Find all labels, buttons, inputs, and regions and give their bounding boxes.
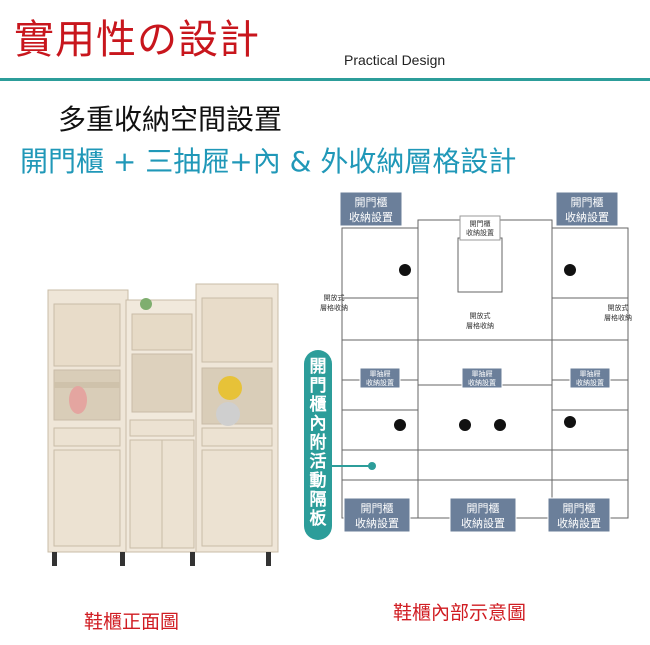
svg-text:門: 門 xyxy=(310,376,327,396)
front-view-caption: 鞋櫃正面圖 xyxy=(84,611,180,633)
svg-text:層格收納: 層格收納 xyxy=(604,313,632,322)
svg-text:開門櫃: 開門櫃 xyxy=(571,195,604,209)
interior-view-caption: 鞋櫃內部示意圖 xyxy=(393,602,527,624)
page-subtitle: Practical Design xyxy=(344,52,446,68)
cabinet-interior-diagram: 開門櫃 收納設置 開門櫃 收納設置 開門櫃 收納設置 開門櫃 收納設置 開門櫃 … xyxy=(304,191,632,540)
svg-text:開門櫃: 開門櫃 xyxy=(361,501,394,515)
svg-text:開: 開 xyxy=(310,357,327,377)
svg-text:動: 動 xyxy=(310,470,327,491)
svg-text:收納設置: 收納設置 xyxy=(461,516,505,530)
svg-text:櫃: 櫃 xyxy=(310,394,327,415)
svg-text:隔: 隔 xyxy=(310,490,327,510)
svg-text:附: 附 xyxy=(310,432,327,453)
svg-text:活: 活 xyxy=(310,451,327,472)
single-drawer-label: 單抽屜 xyxy=(370,369,391,378)
svg-text:內: 內 xyxy=(310,414,327,434)
svg-text:收納設置: 收納設置 xyxy=(468,378,496,387)
svg-text:收納設置: 收納設置 xyxy=(576,378,604,387)
svg-text:收納設置: 收納設置 xyxy=(349,210,393,224)
movable-shelf-callout xyxy=(304,350,332,540)
feature-heading: 多重收納空間設置 xyxy=(58,103,283,136)
svg-text:開門櫃: 開門櫃 xyxy=(467,501,500,515)
cabinet-front-illustration xyxy=(47,283,279,566)
center-door-label: 開門櫃 xyxy=(470,219,491,228)
svg-text:單抽屜: 單抽屜 xyxy=(580,369,601,378)
svg-text:層格收納: 層格收納 xyxy=(466,321,494,330)
svg-text:收納設置: 收納設置 xyxy=(366,378,394,387)
svg-text:收納設置: 收納設置 xyxy=(355,516,399,530)
svg-text:單抽屜: 單抽屜 xyxy=(472,369,493,378)
svg-text:收納設置: 收納設置 xyxy=(466,228,494,237)
svg-text:板: 板 xyxy=(310,508,328,529)
page-title: 實用性の設計 xyxy=(14,17,260,63)
svg-text:開放式: 開放式 xyxy=(608,303,629,312)
svg-text:開門櫃: 開門櫃 xyxy=(563,501,596,515)
door-storage-label: 開門櫃 xyxy=(355,195,388,209)
open-shelf-label: 開放式 xyxy=(324,293,345,302)
svg-text:層格收納: 層格收納 xyxy=(320,303,348,312)
svg-text:收納設置: 收納設置 xyxy=(565,210,609,224)
svg-text:收納設置: 收納設置 xyxy=(557,516,601,530)
feature-subheading: 開門櫃 + 三抽屜+內 & 外收納層格設計 xyxy=(20,145,517,178)
title-divider xyxy=(0,78,650,81)
svg-text:開放式: 開放式 xyxy=(470,311,491,320)
